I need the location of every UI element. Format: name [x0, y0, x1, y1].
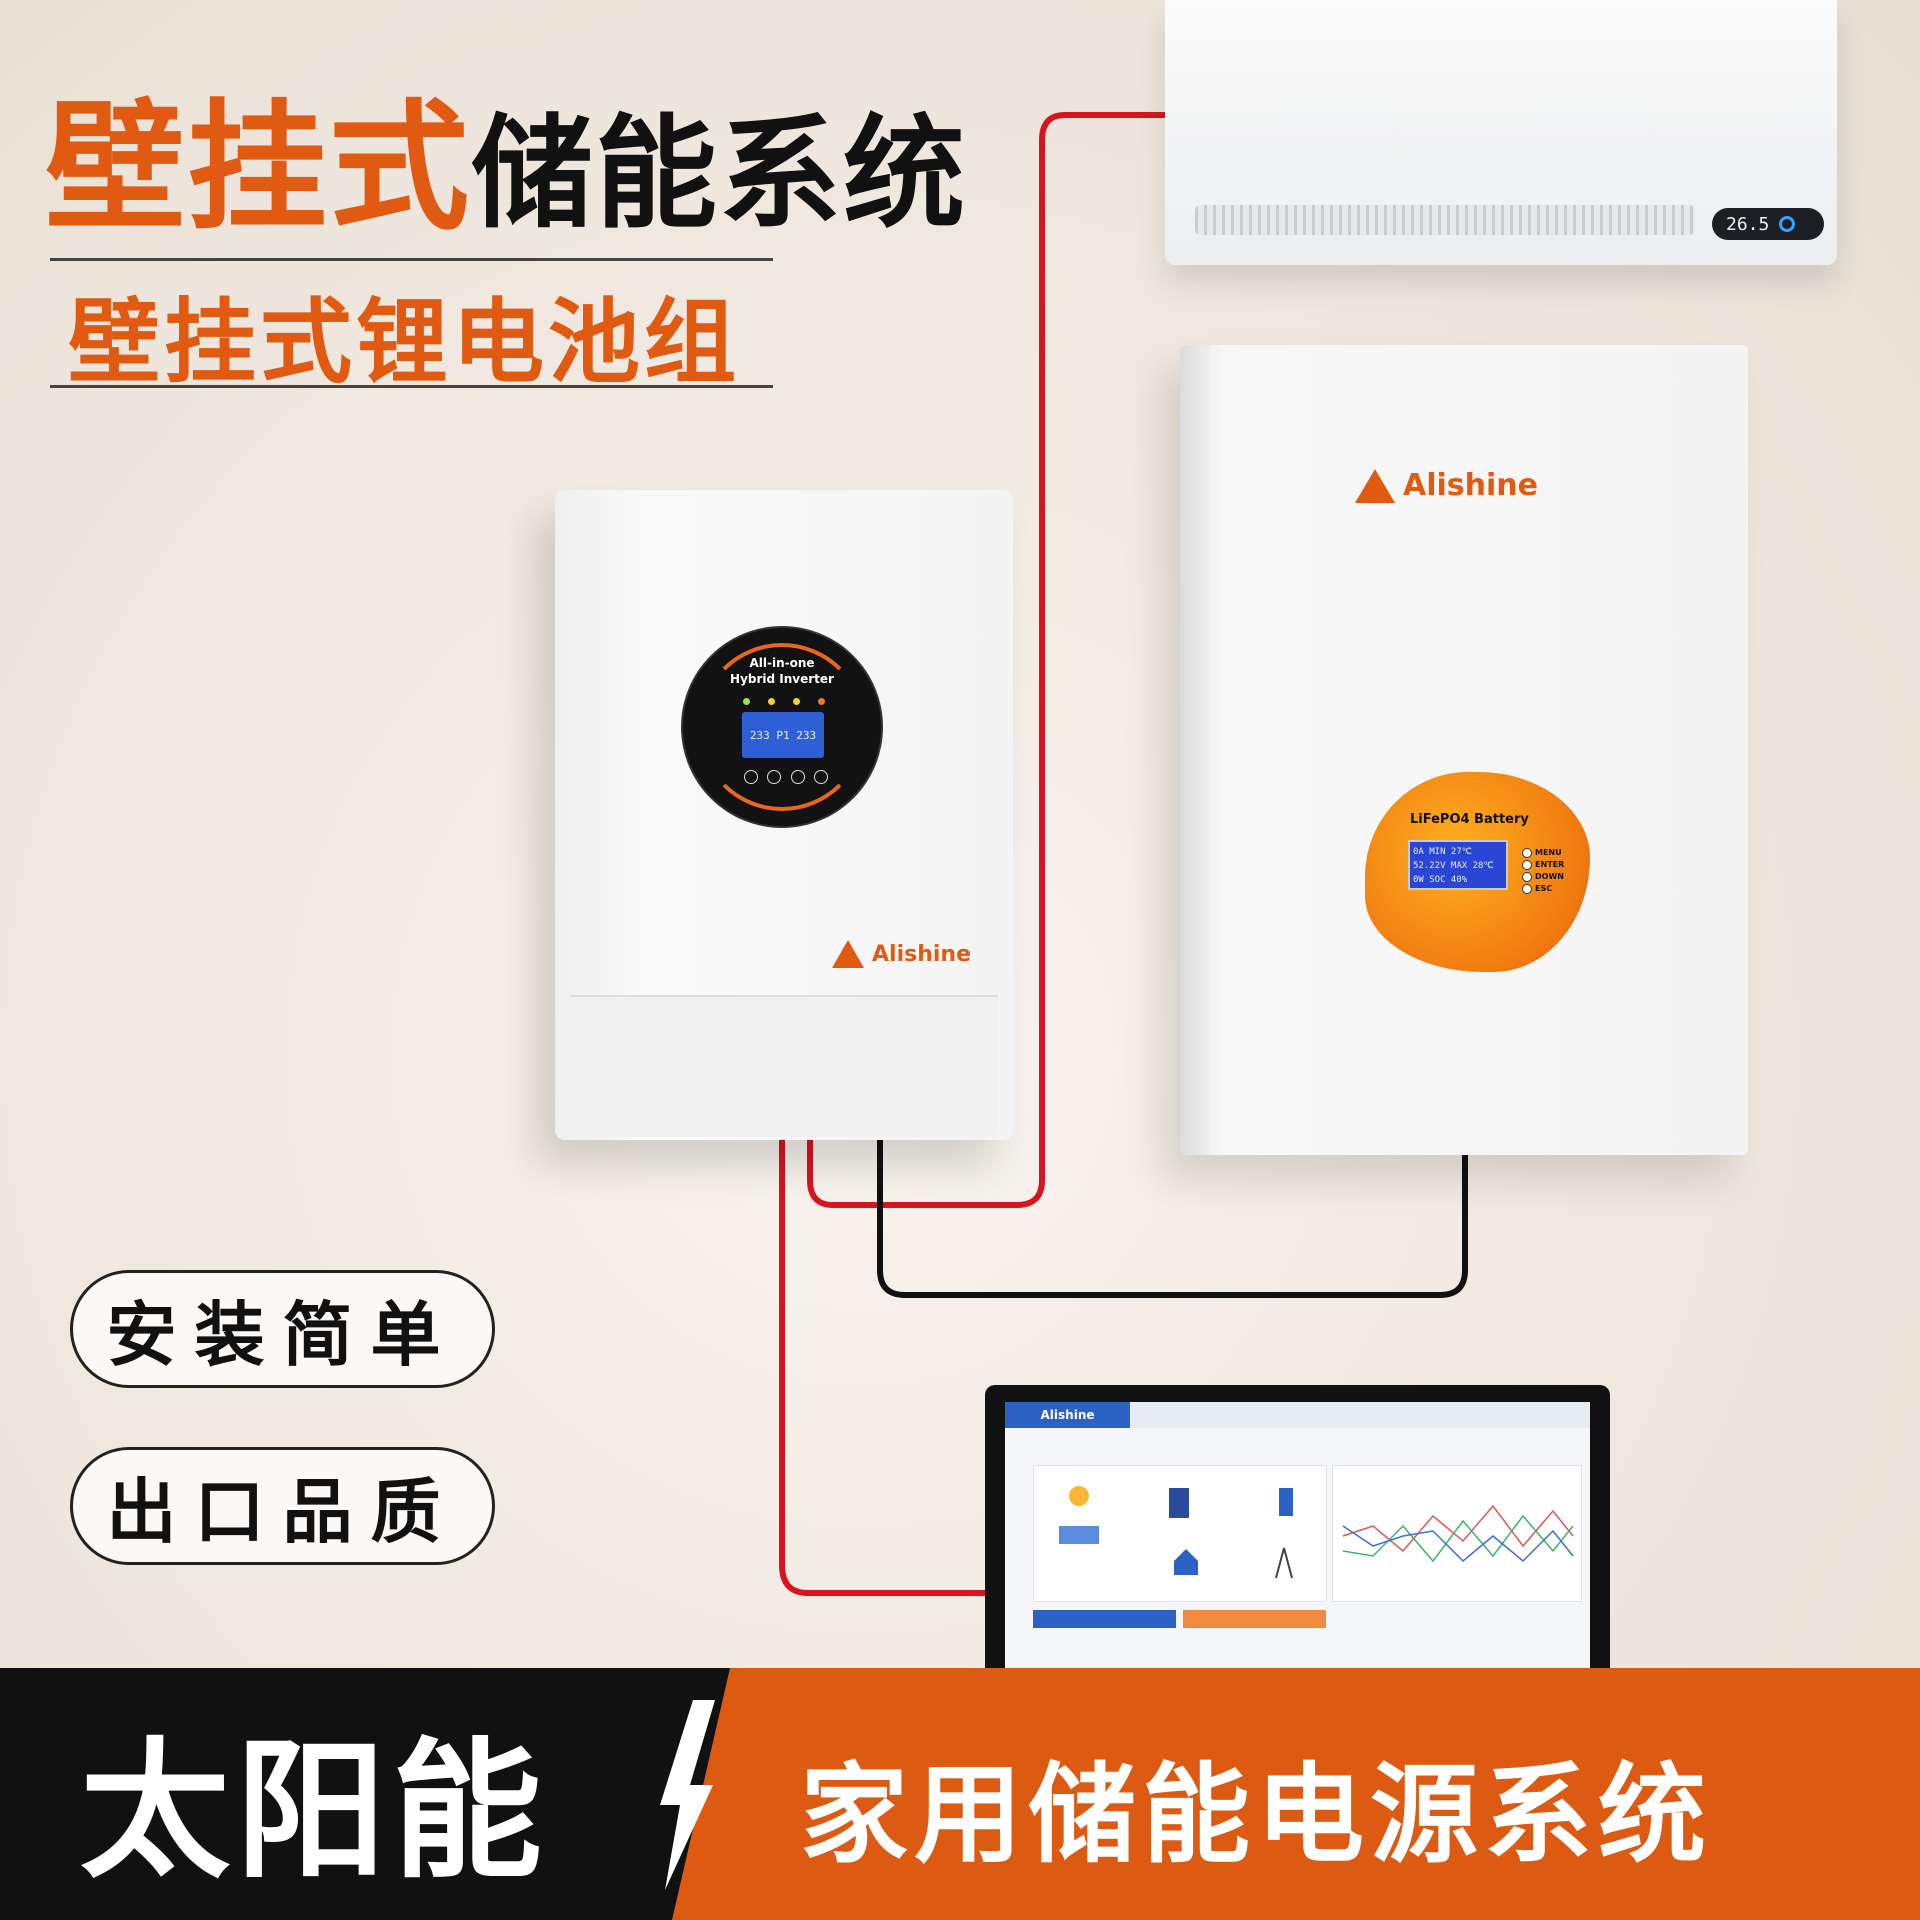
battery-discharged-tab[interactable]	[1183, 1610, 1326, 1628]
enter-button[interactable]: ENTER	[1522, 859, 1564, 871]
esc-button[interactable]	[744, 770, 758, 784]
energy-flow-panel	[1033, 1465, 1327, 1602]
battery-brand: Alishine	[1355, 468, 1538, 503]
banner-orange	[672, 1668, 1920, 1920]
inverter-lower-cover	[570, 995, 998, 1137]
feature-pill-install: 安装简单	[70, 1270, 495, 1388]
enter-button[interactable]	[813, 770, 828, 784]
battery-lcd: 0A MIN 27℃ 52.22V MAX 28℃ 0W SOC 40%	[1408, 840, 1508, 890]
inverter-buttons	[744, 770, 828, 784]
red-cable-laptop	[779, 1140, 990, 1596]
down-button[interactable]	[790, 770, 805, 784]
inverter-lcd: 233 P1 233	[742, 712, 824, 758]
black-cable-battery	[877, 1140, 1468, 1298]
brand-logo-icon	[832, 940, 864, 968]
dashboard-logo: Alishine	[1005, 1402, 1130, 1428]
headline: 壁挂式储能系统	[45, 55, 967, 257]
solar-panel-icon	[1059, 1526, 1099, 1544]
ac-vent	[1195, 205, 1695, 235]
energy-flow-diagram	[1059, 1486, 1293, 1579]
status-leds	[743, 698, 825, 705]
inverter-model-label: All-in-one Hybrid Inverter	[730, 656, 834, 686]
inverter-brand: Alishine	[832, 940, 971, 968]
sun-icon	[1069, 1486, 1089, 1506]
battery-type-label: LiFePO4 Battery	[1410, 812, 1529, 827]
battery-menu-buttons: MENU ENTER DOWN ESC	[1522, 847, 1564, 895]
battery-icon	[1279, 1488, 1293, 1516]
esc-button[interactable]: ESC	[1522, 883, 1564, 895]
lithium-battery-pack	[1180, 345, 1748, 1155]
solar-yield-tab[interactable]	[1033, 1610, 1176, 1628]
up-button[interactable]	[767, 770, 782, 784]
brand-logo-icon	[1355, 468, 1395, 503]
lightning-icon	[660, 1700, 715, 1890]
home-icon	[1174, 1549, 1198, 1575]
ac-display: 26.5	[1712, 208, 1824, 240]
divider-top	[50, 258, 773, 261]
grid-tower-icon	[1275, 1547, 1293, 1579]
headline-black: 储能系统	[471, 103, 968, 245]
red-cable-ac	[807, 112, 1165, 1208]
power-chart-panel	[1332, 1465, 1582, 1602]
ac-temperature: 26.5	[1726, 213, 1770, 235]
power-icon	[1779, 216, 1796, 232]
menu-button[interactable]: MENU	[1522, 847, 1564, 859]
inverter-icon	[1169, 1488, 1189, 1518]
power-line-chart	[1342, 1504, 1574, 1563]
down-button[interactable]: DOWN	[1522, 871, 1564, 883]
disc-orange-ring	[698, 643, 866, 811]
subtitle: 壁挂式锂电池组	[68, 289, 741, 396]
battery-side-edge	[1180, 345, 1210, 1155]
feature-pill-quality: 出口品质	[70, 1447, 495, 1565]
headline-orange: 壁挂式	[45, 87, 472, 250]
divider-bottom	[50, 385, 773, 388]
banner-system-text: 家用储能电源系统	[800, 1753, 1713, 1878]
banner-solar-text: 太阳能	[80, 1725, 549, 1899]
